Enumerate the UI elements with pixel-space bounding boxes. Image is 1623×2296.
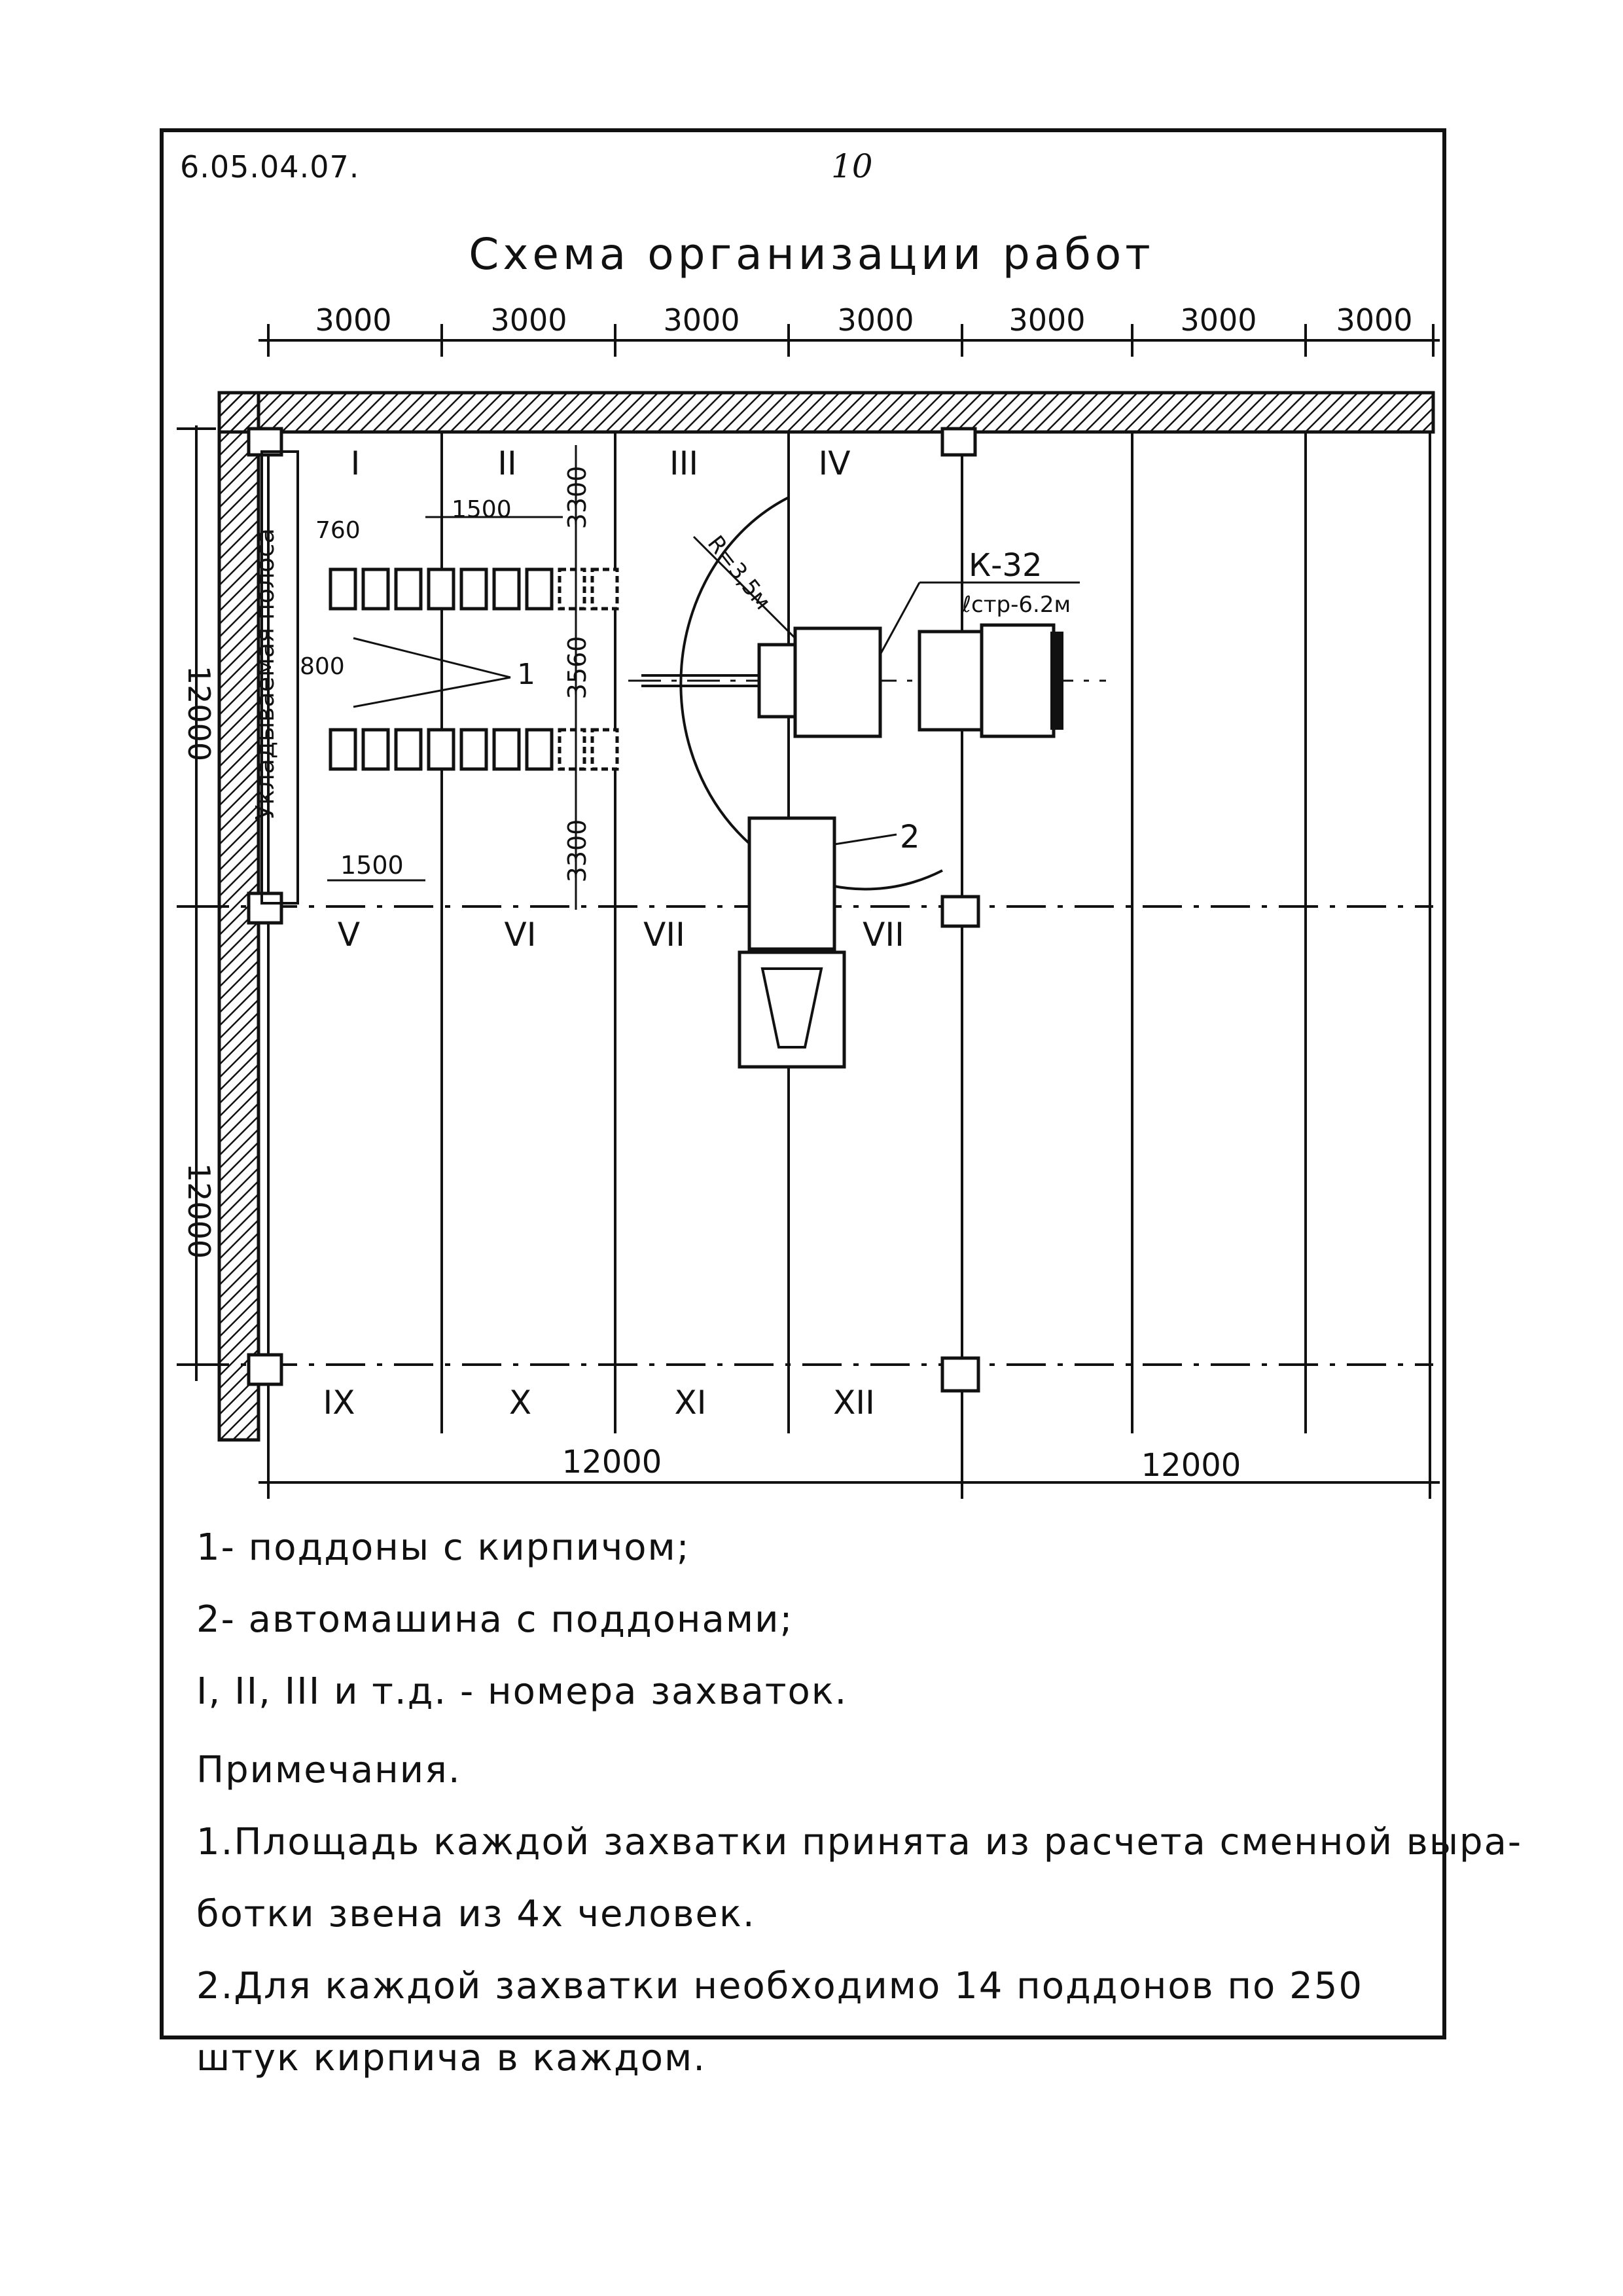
grip-label-9: IX [323,1384,355,1422]
top-wall-hatched [217,391,1435,434]
top-span-5: 3000 [1008,302,1085,338]
grip-label-8: VII [863,916,904,954]
truck-with-pallets [738,816,846,1069]
crane-k32 [641,623,1063,738]
top-span-3: 3000 [663,302,740,338]
grip-label-4: IV [819,444,851,482]
grip-label-2: II [497,444,517,482]
laying-strip-label: Укладываемая полоса [251,528,279,820]
top-span-2: 3000 [490,302,567,338]
grip-label-1: I [351,444,361,482]
dim-aisle-bottom: 1500 [340,851,404,880]
document-code: 6.05.04.07. [180,149,360,185]
pallets-bottom-row [329,728,619,771]
truck-callout-number: 2 [900,819,920,855]
truck-callout-line [834,833,897,846]
legend-item-pallets: 1- поддоны с кирпичом; [196,1526,690,1569]
dim-pallet-gap: 800 [300,653,345,680]
note-2-line-b: штук кирпича в каждом. [196,2037,707,2079]
drawing-title: Схема организации работ [469,229,1154,279]
grip-label-11: XI [675,1384,707,1422]
bottom-span-1: 12000 [562,1444,662,1480]
grip-label-10: X [509,1384,531,1422]
notes-heading: Примечания. [196,1749,461,1791]
legend-item-grips: I, II, III и т.д. - номера захваток. [196,1670,848,1713]
legend-item-truck: 2- автомашина с поддонами; [196,1598,794,1641]
bottom-dimension-line [259,1433,1440,1499]
pallet-callout-line-b [353,676,511,708]
top-span-1: 3000 [315,302,391,338]
columns [247,427,980,1393]
note-2-line-a: 2.Для каждой захватки необходимо 14 подд… [196,1965,1363,2007]
frame-top-border [160,128,1442,132]
dim-vert-bottom: 3300 [563,819,592,883]
grip-label-5: V [338,916,360,954]
grip-label-12: XII [833,1384,875,1422]
crane-boom-length: ℓстр-6.2м [961,592,1071,618]
dim-vert-top: 3300 [563,466,592,529]
top-span-4: 3000 [837,302,914,338]
page-number: 10 [831,147,873,185]
pallet-callout-line-a [353,637,511,679]
dim-vert-mid: 3560 [563,636,592,700]
legend-and-notes: 1- поддоны с кирпичом; 2- автомашина с п… [196,1512,1523,2094]
crane-name: К-32 [969,547,1042,584]
left-span-2: 12000 [181,1163,217,1259]
grip-label-3: III [669,444,698,482]
crane-radius-label: R=3,5м [702,531,776,615]
top-span-6: 3000 [1180,302,1257,338]
frame-left-border [160,128,164,2039]
grip-label-6: VI [505,916,537,954]
grip-label-7: VII [643,916,685,954]
top-dimension-line [259,324,1440,357]
dim-pallet-width: 760 [315,517,361,544]
top-span-7: 3000 [1336,302,1412,338]
laying-strip-outline [260,450,299,905]
note-1-line-b: ботки звена из 4х человек. [196,1893,756,1935]
pallets-top-row [329,567,619,611]
dim-aisle-top: 1500 [452,496,512,523]
note-1-line-a: 1.Площадь каждой захватки принята из рас… [196,1821,1523,1863]
frame-bottom-border [160,2036,1446,2039]
frame-right-border [1442,128,1446,2039]
pallet-callout-number: 1 [517,658,535,691]
bottom-span-2: 12000 [1141,1447,1241,1484]
crane-reach-arc [679,496,943,891]
left-span-1: 12000 [181,666,217,761]
crane-callout-line [879,582,921,655]
